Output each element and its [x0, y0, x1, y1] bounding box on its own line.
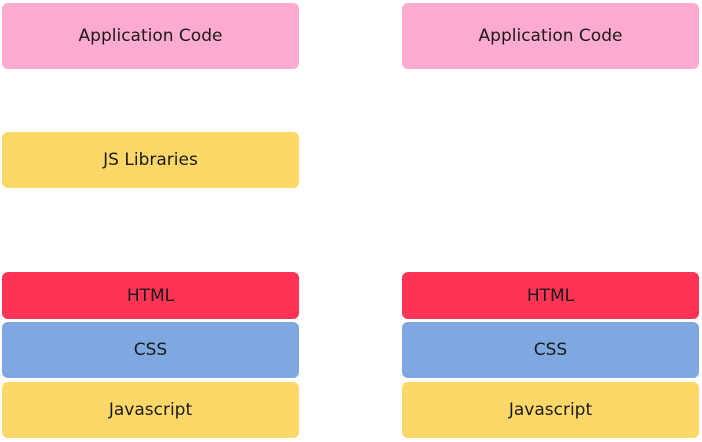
left-html-block: HTML: [2, 272, 299, 319]
left-application-code-block: Application Code: [2, 3, 299, 69]
left-javascript-label: Javascript: [108, 400, 193, 420]
right-application-code-label: Application Code: [478, 26, 623, 46]
right-javascript-block: Javascript: [402, 382, 699, 438]
left-javascript-block: Javascript: [2, 382, 299, 438]
left-css-label: CSS: [133, 340, 168, 360]
right-javascript-label: Javascript: [508, 400, 593, 420]
left-js-libraries-label: JS Libraries: [103, 150, 198, 170]
right-css-label: CSS: [533, 340, 568, 360]
left-application-code-label: Application Code: [78, 26, 223, 46]
right-html-block: HTML: [402, 272, 699, 319]
left-js-libraries-block: JS Libraries: [2, 132, 299, 188]
right-application-code-block: Application Code: [402, 3, 699, 69]
left-css-block: CSS: [2, 322, 299, 378]
left-html-label: HTML: [126, 285, 175, 306]
right-html-label: HTML: [526, 285, 575, 306]
right-css-block: CSS: [402, 322, 699, 378]
